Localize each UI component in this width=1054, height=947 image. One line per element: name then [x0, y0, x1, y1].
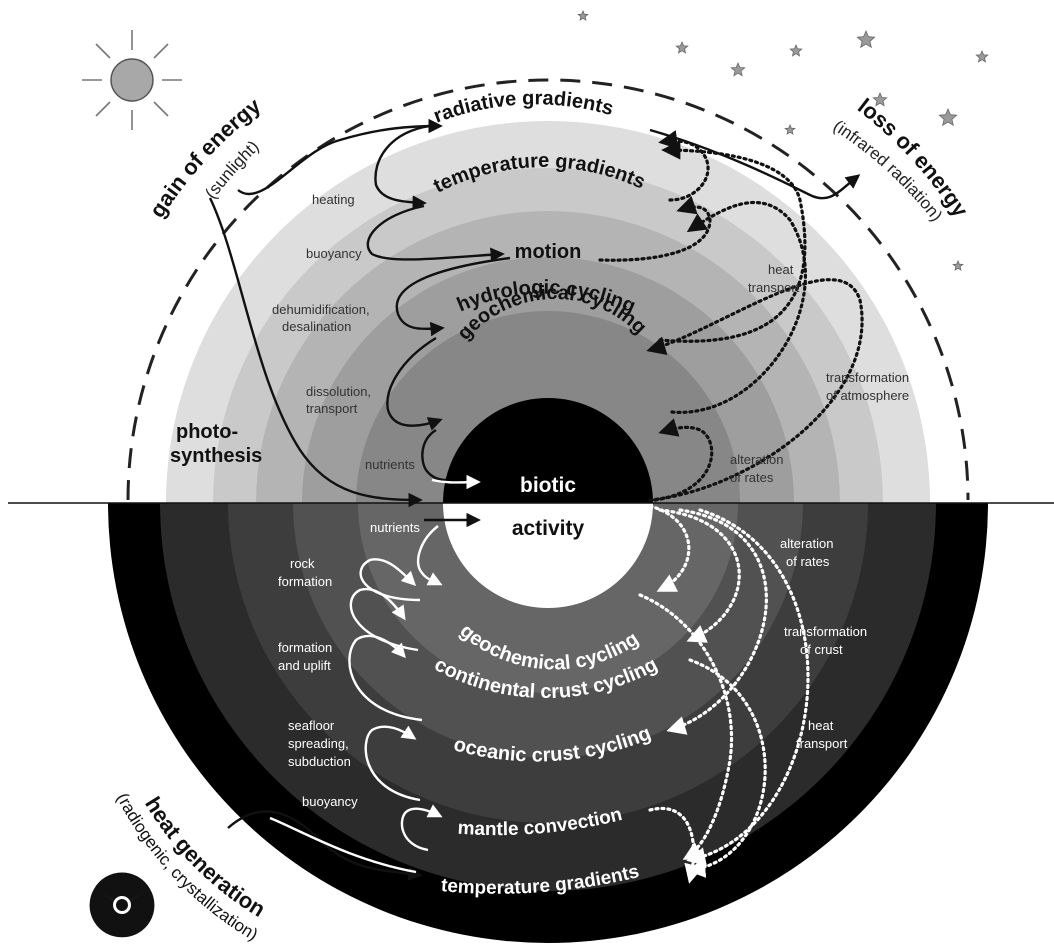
star-icon — [730, 61, 746, 77]
star-icon — [975, 49, 989, 63]
star-icon — [872, 91, 888, 107]
atmosphere-rings — [166, 121, 930, 503]
label-and-uplift: and uplift — [278, 658, 331, 673]
label-subduction: subduction — [288, 754, 351, 769]
lower-process-arrows — [227, 525, 443, 881]
label-motion: motion — [515, 241, 582, 263]
label-dissolution: dissolution, — [306, 384, 371, 399]
label-rock: rock — [290, 556, 315, 571]
label-synthesis: synthesis — [170, 445, 262, 467]
label-nutrients-lower: nutrients — [370, 520, 420, 535]
label-heat-transport-lower: transport — [796, 736, 848, 751]
label-transformation-crust: transformation — [784, 624, 867, 639]
label-activity: activity — [512, 517, 585, 540]
upper-feedback-arrows — [598, 130, 864, 502]
label-alteration-upper: alteration — [730, 452, 783, 467]
label-radiative-gradients: radiative gradients — [431, 87, 616, 127]
label-of-crust: of crust — [800, 642, 843, 657]
label-alteration-lower: alteration — [780, 536, 833, 551]
radiation-trefoil-icon — [89, 872, 155, 938]
star-icon — [938, 107, 958, 127]
star-icon — [784, 123, 796, 135]
label-buoyancy-upper: buoyancy — [306, 246, 362, 261]
star-icon — [675, 40, 689, 54]
label-transport: transport — [306, 401, 358, 416]
label-photo: photo- — [176, 421, 238, 443]
label-biotic: biotic — [520, 474, 576, 497]
star-icon — [952, 259, 964, 271]
label-spreading: spreading, — [288, 736, 349, 751]
solid-earth-rings — [108, 503, 988, 943]
label-of-atmosphere: of atmosphere — [826, 388, 909, 403]
activity-half — [443, 503, 653, 608]
label-of-rates-upper: of rates — [730, 470, 774, 485]
label-rock-formation: formation — [278, 574, 332, 589]
label-buoyancy-lower: buoyancy — [302, 794, 358, 809]
star-icon — [856, 29, 876, 49]
label-heat: heat — [768, 262, 794, 277]
star-icon — [577, 9, 989, 271]
label-dehumidification: dehumidification, — [272, 302, 370, 317]
star-icon — [789, 43, 803, 57]
label-heat-transport: transport — [748, 280, 800, 295]
label-nutrients-upper: nutrients — [365, 457, 415, 472]
label-of-rates-lower: of rates — [786, 554, 830, 569]
label-seafloor: seafloor — [288, 718, 335, 733]
biotic-half — [443, 398, 653, 503]
atmosphere-boundary — [126, 78, 970, 501]
sun-icon — [82, 30, 182, 130]
label-heat-lower: heat — [808, 718, 834, 733]
lower-feedback-arrows — [638, 504, 810, 884]
star-icon — [577, 9, 589, 21]
label-formation: formation — [278, 640, 332, 655]
label-transformation: transformation — [826, 370, 909, 385]
label-heating: heating — [312, 192, 355, 207]
label-desalination: desalination — [282, 319, 351, 334]
